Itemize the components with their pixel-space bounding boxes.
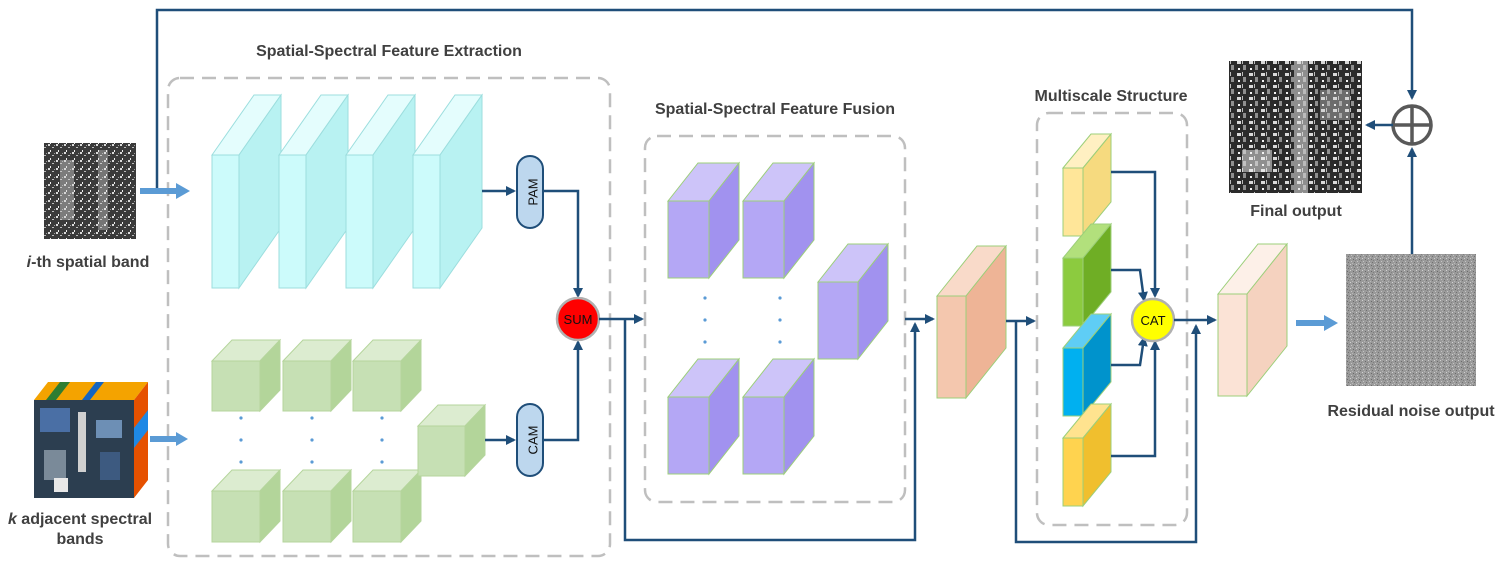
purple-cube — [666, 161, 741, 280]
spectral-input-arrow — [150, 432, 188, 446]
green-feature-cubes — [210, 338, 487, 544]
pam-to-sum-arrow — [543, 189, 583, 298]
fusion-skip-connection — [623, 319, 920, 542]
pam-node: PAM — [516, 155, 544, 229]
sum-label: SUM — [564, 312, 593, 327]
ms4-to-cat-arrow — [1111, 340, 1160, 458]
top-skip-connection — [155, 8, 1417, 188]
multiscale-block-3 — [1061, 312, 1113, 418]
multiscale-block-4 — [1061, 402, 1113, 508]
spectral-bands-label-line2: bands — [56, 531, 103, 548]
pam-label: PAM — [525, 178, 540, 205]
cam-node: CAM — [516, 403, 544, 477]
purple-ellipsis-dots — [703, 296, 782, 344]
spatial-band-label: i-th spatial band — [27, 254, 150, 271]
green-cube — [416, 403, 487, 478]
cyan-block — [345, 93, 416, 290]
spectral-cube-image — [34, 382, 148, 498]
green-cube — [281, 338, 353, 413]
green-cube — [351, 338, 423, 413]
peach-to-residual-arrow — [1296, 315, 1338, 331]
residual-noise-image — [1346, 254, 1476, 386]
multiscale-block-2 — [1061, 222, 1113, 328]
purple-cube — [816, 242, 890, 361]
multiscale-skip-connection — [1014, 321, 1201, 544]
cat-label: CAT — [1140, 313, 1165, 328]
peach-feature-block — [1216, 242, 1289, 398]
spatial-input-arrow — [140, 183, 190, 199]
purple-cube — [741, 357, 816, 476]
green-cube — [210, 468, 282, 544]
cat-node: CAT — [1130, 297, 1176, 343]
fusion-title: Spatial-Spectral Feature Fusion — [655, 101, 895, 118]
multiscale-title: Multiscale Structure — [1035, 88, 1188, 105]
purple-feature-cubes — [666, 161, 890, 476]
ms2-to-cat-arrow — [1111, 268, 1148, 302]
sum-node: SUM — [555, 296, 601, 342]
plus-icon — [1391, 104, 1433, 146]
green-ellipsis-dots — [239, 416, 384, 464]
salmon-feature-block — [935, 244, 1008, 400]
multiscale-block-1 — [1061, 132, 1113, 238]
ms1-to-cat-arrow — [1111, 170, 1160, 298]
cyan-block — [278, 93, 349, 290]
residual-output-label: Residual noise output — [1327, 403, 1495, 420]
cyan-block — [412, 93, 483, 290]
cyan-block — [211, 93, 282, 290]
spatial-band-image — [44, 143, 136, 239]
cyan-feature-blocks — [211, 93, 483, 290]
green-cube — [210, 338, 282, 413]
green-cube — [281, 468, 353, 544]
purple-cube — [666, 357, 741, 476]
purple-cube — [741, 161, 816, 280]
cam-label: CAM — [525, 426, 540, 455]
ms3-to-cat-arrow — [1111, 336, 1148, 367]
extraction-title: Spatial-Spectral Feature Extraction — [256, 43, 522, 60]
cam-to-sum-arrow — [543, 340, 583, 442]
spectral-bands-label-line1: k adjacent spectral — [8, 511, 152, 528]
final-output-label: Final output — [1250, 203, 1342, 220]
extraction-container — [166, 76, 612, 558]
green-cube — [351, 468, 423, 544]
multiscale-blocks — [1061, 132, 1113, 508]
final-output-image — [1229, 61, 1362, 193]
